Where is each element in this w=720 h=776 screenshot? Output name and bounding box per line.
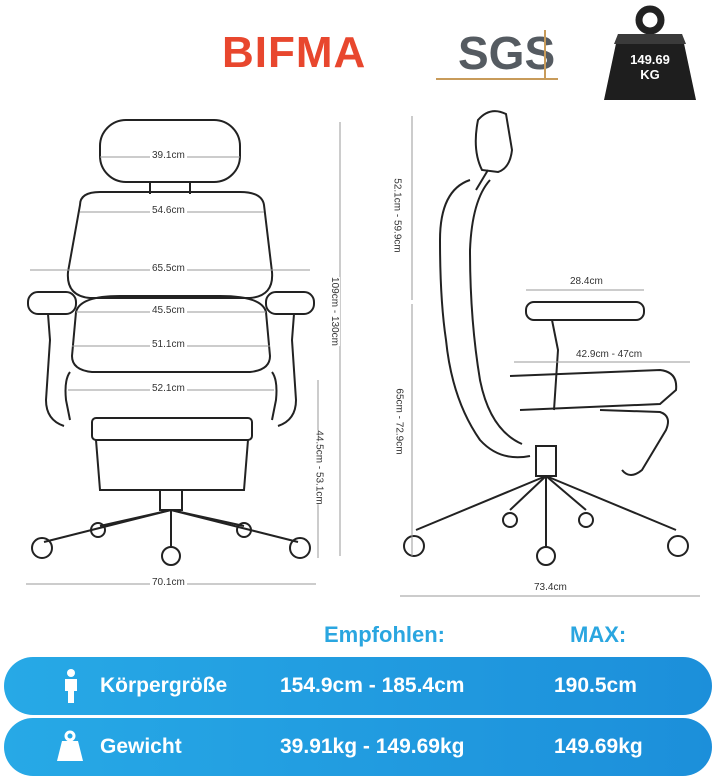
- base-depth-label: 73.4cm: [532, 582, 569, 593]
- backrest-height-label: 52.1cm - 59.9cm: [391, 178, 403, 253]
- row-recommended: 39.91kg - 149.69kg: [280, 735, 465, 758]
- row-label: Gewicht: [100, 735, 182, 758]
- armrest-height-label: 65cm - 72.9cm: [393, 388, 405, 455]
- bifma-logo: BIFMA: [222, 28, 367, 77]
- seat-width-upper-label: 45.5cm: [150, 305, 187, 316]
- row-label: Körpergröße: [100, 674, 228, 697]
- seat-height-label: 44.5cm - 53.1cm: [313, 430, 325, 505]
- person-icon: [62, 669, 80, 708]
- row-max: 190.5cm: [554, 674, 637, 697]
- backrest-width-label: 54.6cm: [150, 205, 187, 216]
- chair-front-view: [0, 0, 360, 600]
- row-max: 149.69kg: [554, 735, 643, 758]
- header-max: MAX:: [570, 622, 627, 647]
- sgs-logo-underline: [436, 78, 558, 80]
- base-width-label: 70.1cm: [150, 577, 187, 588]
- armrest-depth-label: 28.4cm: [568, 276, 605, 287]
- weight-block-icon: [596, 4, 704, 104]
- height-row: Körpergröße 154.9cm - 185.4cm 190.5cm: [4, 657, 712, 715]
- armrest-inner-width-label: 52.1cm: [150, 383, 187, 394]
- sgs-logo-divider: [544, 30, 546, 80]
- header-recommended: Empfohlen:: [324, 622, 445, 647]
- chair-side-view: [360, 0, 720, 600]
- weight-unit: KG: [640, 67, 660, 82]
- weight-icon: [56, 730, 84, 767]
- seat-width-mid-label: 51.1cm: [150, 339, 187, 350]
- weight-row: Gewicht 39.91kg - 149.69kg 149.69kg: [4, 718, 712, 776]
- sgs-logo: SGS: [458, 27, 556, 79]
- headrest-width-label: 39.1cm: [150, 150, 187, 161]
- row-recommended: 154.9cm - 185.4cm: [280, 674, 465, 697]
- weight-value: 149.69: [630, 52, 670, 67]
- seat-depth-label: 42.9cm - 47cm: [574, 349, 645, 360]
- total-height-label: 109cm - 130cm: [328, 277, 340, 346]
- overall-width-label: 65.5cm: [150, 263, 187, 274]
